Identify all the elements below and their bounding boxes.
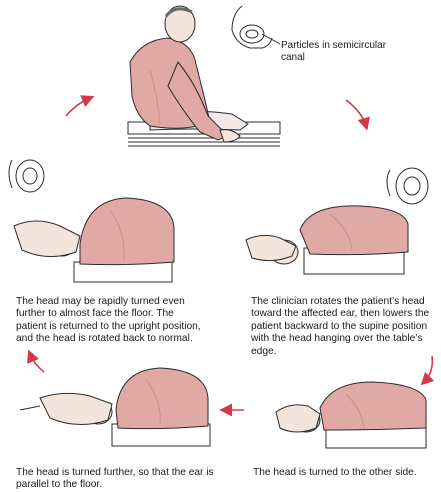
head <box>164 5 196 43</box>
arrow-1-to-2 <box>345 99 370 131</box>
caption-step5: The head may be rapidly turned even furt… <box>16 296 201 345</box>
clinician-hands <box>13 220 81 257</box>
step5-prone-patient <box>8 159 175 283</box>
arrow-2-to-3 <box>420 355 435 386</box>
step3-head-turned <box>275 381 427 449</box>
hand <box>219 129 241 143</box>
shirt <box>319 381 427 431</box>
caption-step2: The clinician rotates the patient’s head… <box>251 296 430 357</box>
step2-supine-patient <box>245 167 429 275</box>
shirt <box>115 367 209 430</box>
ear-inset-icon <box>386 167 429 205</box>
arrow-4-to-5 <box>27 349 45 373</box>
cycle-arrows <box>27 95 435 417</box>
caption-step4: The head is turned further, so that the … <box>16 467 214 491</box>
step1-seated-patient <box>127 5 281 147</box>
arrow-5-to-1 <box>65 95 95 117</box>
ear-inset-icon <box>8 159 45 193</box>
clinician-hands <box>245 234 297 262</box>
shirt <box>79 197 175 266</box>
step4-side-lying <box>19 367 211 447</box>
shirt <box>299 205 409 256</box>
ear-inset-icon <box>231 5 281 49</box>
particles-label: Particles in semicircular canal <box>281 40 387 63</box>
clinician-hands <box>275 404 321 433</box>
caption-step3: The head is turned to the other side. <box>253 467 417 478</box>
clinician-hands <box>39 392 113 425</box>
